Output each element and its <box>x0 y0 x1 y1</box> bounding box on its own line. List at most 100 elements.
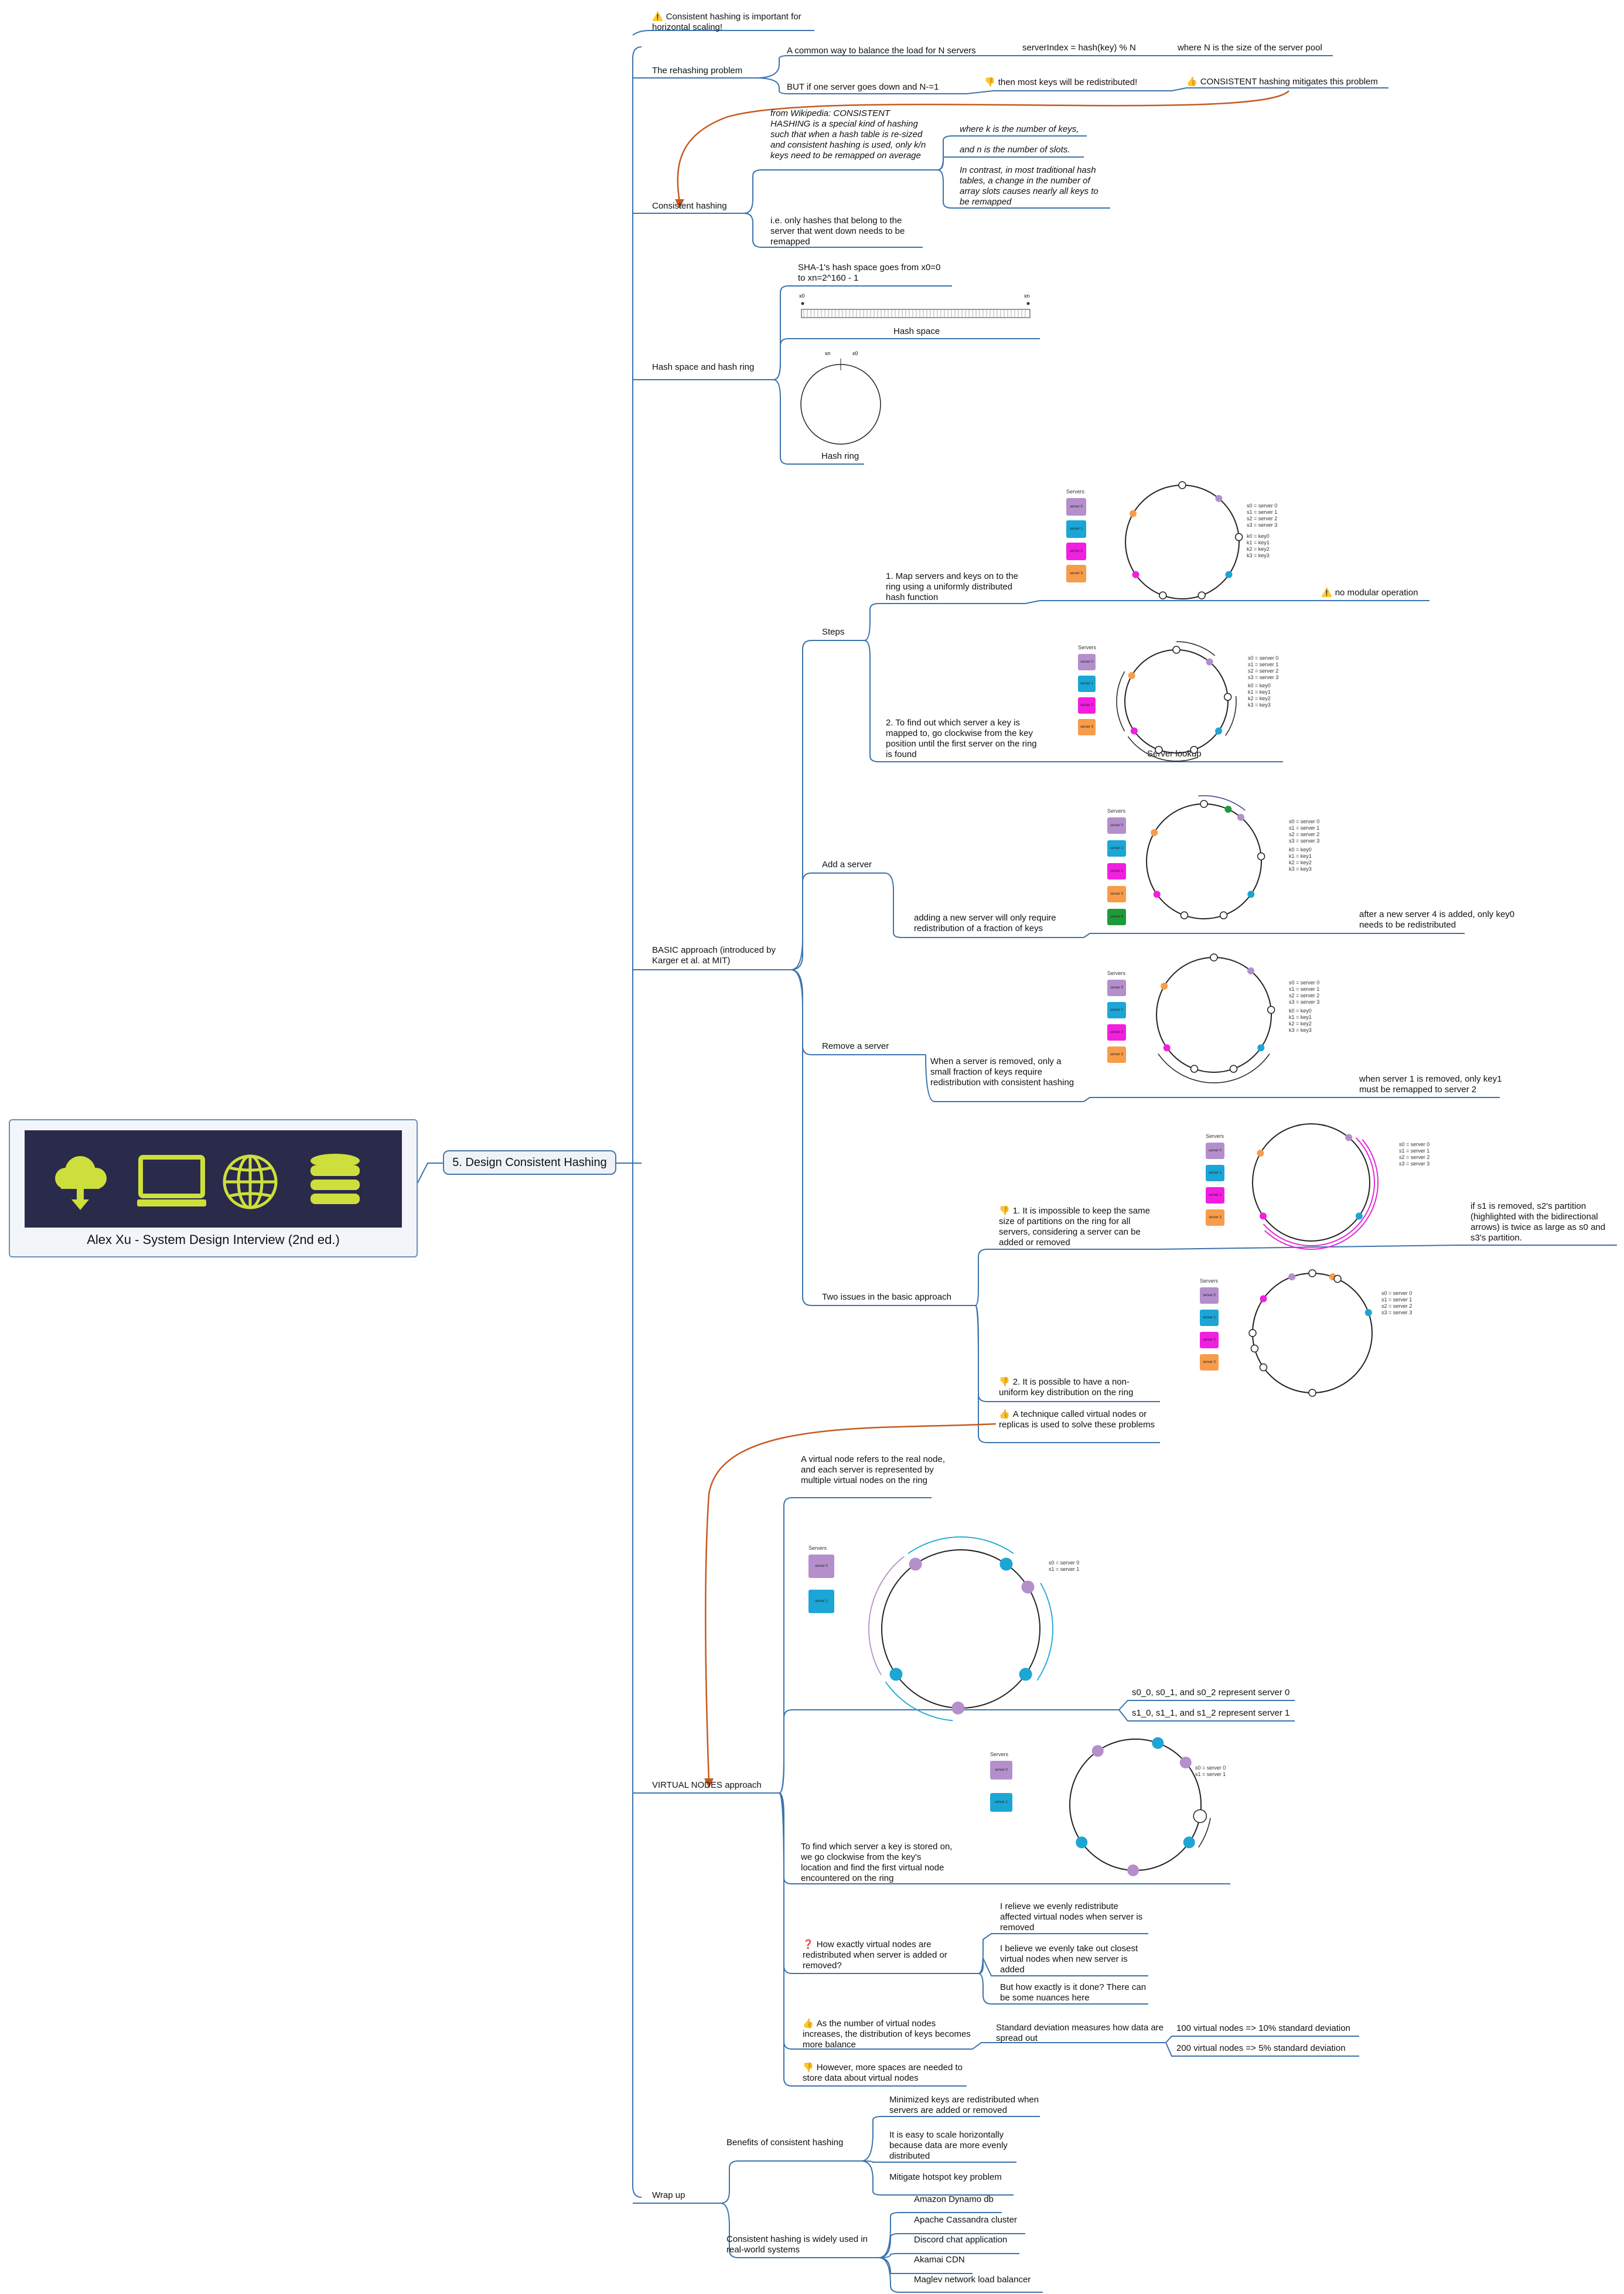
vnlookup-ring-key-6 <box>1193 1809 1207 1823</box>
lookup-legend-keys: k0 = key0 k1 = key1 k2 = key2 k3 = key3 <box>1248 683 1271 708</box>
wrap-used[interactable]: Consistent hashing is widely used in rea… <box>726 2234 868 2255</box>
wrap-b3[interactable]: Mitigate hotspot key problem <box>889 2172 1002 2182</box>
hashspace-sha[interactable]: SHA-1's hash space goes from x0=0 to xn=… <box>798 263 941 283</box>
issues-node[interactable]: Two issues in the basic approach <box>822 1292 951 1302</box>
issue2-ring-key-8 <box>1250 1344 1259 1353</box>
virtual-n200[interactable]: 200 virtual nodes => 5% standard deviati… <box>1176 2043 1346 2053</box>
issue2-chip-server-2: server 2 <box>1200 1332 1219 1348</box>
virtual-find[interactable]: To find which server a key is stored on,… <box>801 1842 953 1883</box>
consistent-k[interactable]: where k is the number of keys, <box>960 124 1079 134</box>
add-ring-key-7 <box>1219 911 1228 919</box>
rehashing-where[interactable]: where N is the size of the server pool <box>1178 43 1322 53</box>
consistent-n[interactable]: and n is the number of slots. <box>960 145 1070 155</box>
remove-ring-key-6 <box>1229 1065 1238 1073</box>
consistent-node[interactable]: Consistent hashing <box>652 201 727 211</box>
add-ring-server-2 <box>1237 813 1244 821</box>
rehashing-formula[interactable]: serverIndex = hash(key) % N <box>1022 43 1136 53</box>
issue1-chip-server-1: server 1 <box>1206 1165 1224 1181</box>
vnlookup-legend: s0 = server 0 s1 = server 1 <box>1195 1765 1226 1777</box>
consistent-only[interactable]: i.e. only hashes that belong to the serv… <box>770 216 905 247</box>
hash-ring-diagram: xn x0 <box>800 350 881 445</box>
issue2-ring <box>1248 1269 1373 1397</box>
vnlookup-ring-server-4 <box>1076 1836 1088 1849</box>
issue1[interactable]: 👎1. It is impossible to keep the same si… <box>999 1206 1150 1247</box>
rehashing-common[interactable]: A common way to balance the load for N s… <box>787 46 976 56</box>
virtual-nuances[interactable]: But how exactly is it done? There can be… <box>1000 1982 1147 2003</box>
lookup-ring-server-4 <box>1128 672 1135 679</box>
add-desc[interactable]: adding a new server will only require re… <box>914 913 1056 933</box>
virtual-def[interactable]: A virtual node refers to the real node, … <box>801 1454 945 1485</box>
issue2-servers-title: Servers <box>1200 1278 1219 1284</box>
remove-ring-key-7 <box>1190 1065 1199 1073</box>
add-chip-server-3: server 3 <box>1107 886 1126 902</box>
remove-desc[interactable]: When a server is removed, only a small f… <box>930 1056 1074 1088</box>
virtual-balance[interactable]: 👍As the number of virtual nodes increase… <box>803 2019 971 2050</box>
basic-node[interactable]: BASIC approach (introduced by Karger et … <box>652 945 776 966</box>
consistent-contrast[interactable]: In contrast, in most traditional hash ta… <box>960 165 1098 207</box>
rehashing-down[interactable]: BUT if one server goes down and N-=1 <box>787 82 939 92</box>
step1-ring-key-6 <box>1197 591 1206 599</box>
virtual-node[interactable]: VIRTUAL NODES approach <box>652 1780 762 1790</box>
wrap-benefits[interactable]: Benefits of consistent hashing <box>726 2138 844 2148</box>
wrap-u1[interactable]: Amazon Dynamo db <box>914 2194 994 2204</box>
virtual-stddev[interactable]: Standard deviation measures how data are… <box>996 2023 1164 2043</box>
technique[interactable]: 👍A technique called virtual nodes or rep… <box>999 1409 1155 1430</box>
issue2-ring-server-3 <box>1288 1273 1296 1281</box>
intro-note[interactable]: ⚠️Consistent hashing is important for ho… <box>652 12 801 32</box>
add-node[interactable]: Add a server <box>822 860 872 870</box>
issue2-ring-key-6 <box>1308 1389 1316 1397</box>
step1-ring-circle <box>1125 485 1240 599</box>
issue1-ring-server-0 <box>1345 1134 1353 1141</box>
vn-ring-server-0 <box>909 1557 922 1571</box>
virtual-s0[interactable]: s0_0, s0_1, and s0_2 represent server 0 <box>1132 1688 1290 1698</box>
virtual-believe[interactable]: I believe we evenly take out closest vir… <box>1000 1944 1138 1975</box>
root-node[interactable]: Alex Xu - System Design Interview (2nd e… <box>9 1119 418 1257</box>
add-ring-circle <box>1146 803 1262 919</box>
virtual-s1[interactable]: s1_0, s1_1, and s1_2 represent server 1 <box>1132 1708 1290 1718</box>
vnlookup-chip-server-0: server 0 <box>990 1761 1012 1780</box>
consistent-wiki[interactable]: from Wikipedia: CONSISTENT HASHING is a … <box>770 108 926 161</box>
add-servers-title: Servers <box>1107 808 1126 814</box>
add-note[interactable]: after a new server 4 is added, only key0… <box>1359 909 1515 930</box>
step1-ring-key-5 <box>1234 533 1243 541</box>
wrap-u5[interactable]: Maglev network load balancer <box>914 2275 1031 2285</box>
issue2-ring-key-7 <box>1259 1363 1268 1372</box>
steps-node[interactable]: Steps <box>822 627 845 637</box>
wrap-u3[interactable]: Discord chat application <box>914 2235 1008 2245</box>
issue1-note[interactable]: if s1 is removed, s2's partition (highli… <box>1471 1201 1606 1243</box>
rehashing-mitigates[interactable]: 👍CONSISTENT hashing mitigates this probl… <box>1186 77 1378 87</box>
wrap-u2[interactable]: Apache Cassandra cluster <box>914 2215 1017 2225</box>
virtual-n100[interactable]: 100 virtual nodes => 10% standard deviat… <box>1176 2023 1350 2033</box>
rehashing-redistributed[interactable]: 👎then most keys will be redistributed! <box>984 77 1138 87</box>
issue2-ring-server-2 <box>1364 1309 1372 1317</box>
rehashing-node[interactable]: The rehashing problem <box>652 66 743 76</box>
vn-chip-server-1: server 1 <box>808 1590 834 1613</box>
remove-legend-keys: k0 = key0 k1 = key1 k2 = key2 k3 = key3 <box>1289 1008 1312 1033</box>
wrap-node[interactable]: Wrap up <box>652 2190 685 2200</box>
topic-node[interactable]: 5. Design Consistent Hashing <box>443 1150 616 1175</box>
lookup-ring-server-1 <box>1206 658 1213 666</box>
issue1-legend-servers: s0 = server 0 s1 = server 1 s2 = server … <box>1399 1141 1430 1167</box>
wrap-u4[interactable]: Akamai CDN <box>914 2255 965 2265</box>
remove-node[interactable]: Remove a server <box>822 1041 889 1051</box>
xn-label: xn <box>1024 293 1030 299</box>
step1[interactable]: 1. Map servers and keys on to the ring u… <box>886 571 1018 602</box>
vnlookup-ring-server-0 <box>1091 1745 1104 1757</box>
virtual-relieve[interactable]: I relieve we evenly redistribute affecte… <box>1000 1901 1143 1932</box>
wrap-b1[interactable]: Minimized keys are redistributed when se… <box>889 2095 1039 2115</box>
remove-ring-circle <box>1156 957 1272 1073</box>
add-ring-key-6 <box>1257 852 1265 861</box>
remove-ring-server-1 <box>1247 967 1254 974</box>
no-modular[interactable]: ⚠️no modular operation <box>1321 588 1418 598</box>
remove-note[interactable]: when server 1 is removed, only key1 must… <box>1359 1074 1502 1095</box>
wrap-b2[interactable]: It is easy to scale horizontally because… <box>889 2130 1008 2161</box>
step2[interactable]: 2. To find out which server a key is map… <box>886 718 1037 759</box>
virtual-question[interactable]: ❓How exactly virtual nodes are redistrib… <box>803 1939 947 1971</box>
hashspace-node[interactable]: Hash space and hash ring <box>652 362 755 372</box>
lookup-ring-key-0 <box>1172 646 1181 654</box>
vn-ring-server-5 <box>889 1668 903 1681</box>
issue2[interactable]: 👎2. It is possible to have a non-uniform… <box>999 1377 1134 1397</box>
vn-ring-server-3 <box>1019 1668 1032 1681</box>
virtual-spaces[interactable]: 👎However, more spaces are needed to stor… <box>803 2063 963 2083</box>
